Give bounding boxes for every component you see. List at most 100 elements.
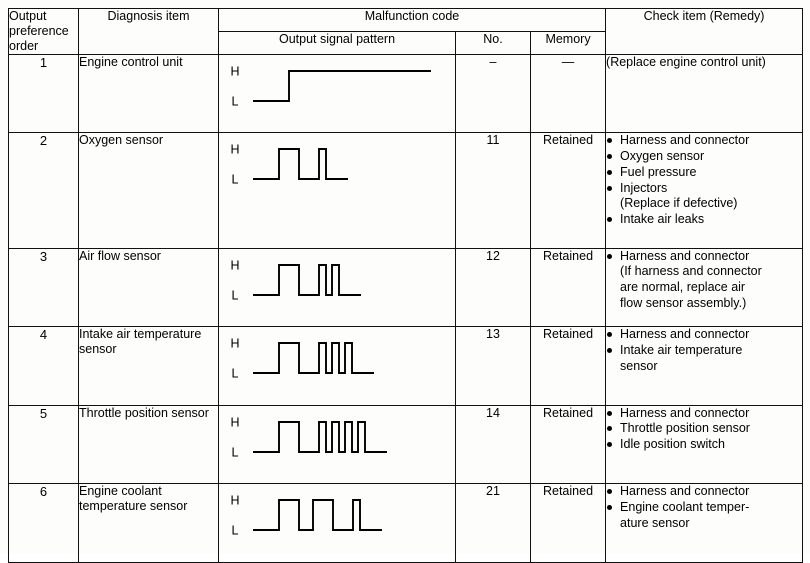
cell-malfunction-no: 11 bbox=[455, 132, 531, 249]
header-output-signal-pattern: Output signal pattern bbox=[218, 31, 456, 55]
cell-output-preference-order: 3 bbox=[8, 247, 79, 328]
cell-memory: Retained bbox=[529, 326, 607, 406]
check-item-entry: (Replace if defective) bbox=[606, 196, 802, 211]
bullet-icon bbox=[607, 347, 613, 353]
cell-diagnosis-item: Engine coolant temperature sensor bbox=[78, 483, 219, 563]
signal-label-low: L bbox=[232, 524, 239, 538]
check-item-text: are normal, replace air bbox=[620, 280, 746, 295]
signal-trace bbox=[253, 342, 374, 375]
cell-diagnosis-item: Intake air temperature sensor bbox=[78, 326, 219, 406]
bullet-icon bbox=[607, 217, 613, 223]
cell-diagnosis-item: Throttle position sensor bbox=[78, 404, 219, 485]
header-row-2: Output signal pattern No. Memory bbox=[9, 31, 803, 55]
signal-trace bbox=[253, 420, 387, 453]
check-item-text: sensor bbox=[620, 358, 658, 373]
signal-trace bbox=[253, 263, 361, 296]
cell-diagnosis-item: Oxygen sensor bbox=[78, 132, 219, 249]
check-item-text: Oxygen sensor bbox=[620, 149, 705, 164]
check-item-text: Harness and connector bbox=[620, 484, 750, 498]
check-item-text: flow sensor assembly.) bbox=[620, 295, 747, 310]
check-item-entry: Harness and connector bbox=[606, 484, 802, 499]
signal-label-high: H bbox=[230, 337, 239, 351]
check-item-entry: Oxygen sensor bbox=[606, 149, 802, 164]
cell-diagnosis-item: Engine control unit bbox=[78, 53, 219, 134]
check-item-entry: Intake air temperature bbox=[606, 343, 802, 358]
cell-malfunction-no: 13 bbox=[455, 326, 531, 406]
check-item-text: Harness and connector bbox=[620, 248, 750, 263]
cell-check-item: Harness and connector(If harness and con… bbox=[605, 247, 804, 328]
header-diagnosis-item: Diagnosis item bbox=[78, 8, 219, 55]
check-item-entry: Idle position switch bbox=[606, 437, 802, 452]
signal-label-high: H bbox=[230, 143, 239, 157]
check-item-entry: are normal, replace air bbox=[606, 280, 802, 295]
check-item-entry: Throttle position sensor bbox=[606, 421, 802, 436]
cell-malfunction-no: 12 bbox=[455, 247, 531, 328]
check-item-entry: sensor bbox=[606, 359, 802, 374]
cell-output-preference-order: 1 bbox=[8, 53, 79, 134]
cell-output-preference-order: 4 bbox=[8, 326, 79, 406]
cell-memory: Retained bbox=[529, 247, 607, 328]
check-item-entry: Harness and connector bbox=[606, 133, 802, 148]
check-item-entry: Engine coolant temper- bbox=[606, 500, 802, 515]
bullet-icon bbox=[607, 138, 613, 144]
table-header: Output preference order Diagnosis item M… bbox=[8, 8, 804, 55]
check-item-text: Harness and connector bbox=[620, 405, 750, 420]
cell-output-preference-order: 5 bbox=[8, 404, 79, 485]
check-item-entry: Fuel pressure bbox=[606, 165, 802, 180]
cell-output-preference-order: 6 bbox=[8, 483, 79, 563]
header-row-1: Output preference order Diagnosis item M… bbox=[8, 8, 804, 55]
check-item-entry: Intake air leaks bbox=[606, 212, 802, 227]
bullet-icon bbox=[607, 504, 613, 510]
header-memory: Memory bbox=[529, 31, 607, 55]
signal-label-high: H bbox=[230, 258, 239, 272]
check-item-entry: (If harness and connector bbox=[606, 264, 802, 279]
bullet-icon bbox=[607, 154, 613, 160]
check-item-list: Harness and connector(If harness and con… bbox=[606, 249, 802, 312]
signal-trace bbox=[253, 499, 382, 531]
check-item-text: Idle position switch bbox=[620, 437, 725, 452]
diagnosis-code-table: Output preference order Diagnosis item M… bbox=[8, 8, 804, 563]
signal-label-low: L bbox=[232, 173, 239, 187]
cell-memory: — bbox=[529, 53, 607, 134]
bullet-icon bbox=[607, 185, 613, 191]
check-item-text: ature sensor bbox=[620, 515, 690, 530]
signal-trace bbox=[253, 70, 431, 102]
bullet-icon bbox=[607, 489, 613, 494]
bullet-icon bbox=[607, 426, 613, 432]
check-item-text: Harness and connector bbox=[620, 133, 750, 148]
header-no: No. bbox=[455, 31, 531, 55]
cell-malfunction-no: 21 bbox=[455, 483, 531, 563]
cell-check-item: (Replace engine control unit) bbox=[605, 53, 804, 134]
cell-output-preference-order: 2 bbox=[8, 132, 79, 249]
cell-memory: Retained bbox=[529, 132, 607, 249]
signal-label-low: L bbox=[232, 445, 239, 459]
cell-malfunction-no: 14 bbox=[455, 404, 531, 485]
check-item-text: Intake air temperature bbox=[620, 342, 743, 357]
check-item-text: Engine coolant temper- bbox=[620, 499, 750, 514]
header-check-item: Check item (Remedy) bbox=[605, 8, 804, 55]
cell-memory: Retained bbox=[529, 404, 607, 485]
check-item-text: Fuel pressure bbox=[620, 164, 697, 179]
check-item-entry: Harness and connector bbox=[606, 249, 802, 264]
check-item-note: (Replace engine control unit) bbox=[606, 55, 766, 69]
bullet-icon bbox=[607, 442, 613, 448]
check-item-entry: Harness and connector bbox=[606, 406, 802, 421]
